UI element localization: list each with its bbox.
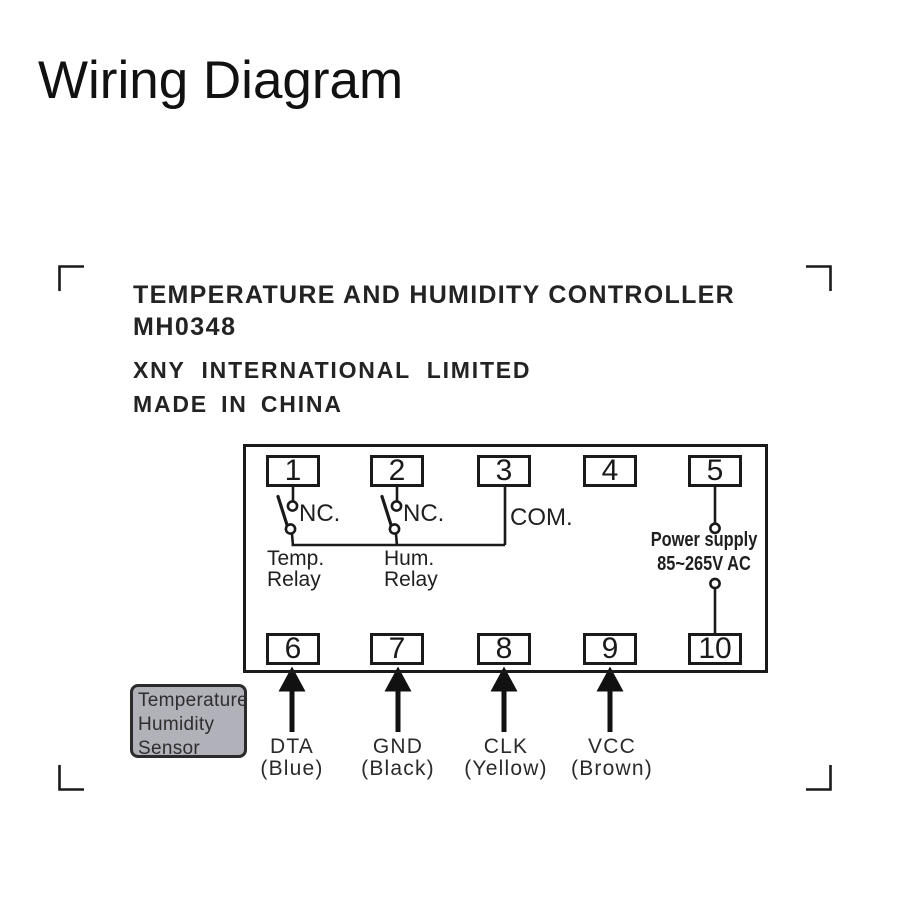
com-label: COM. (510, 504, 573, 531)
sensor-wire-arrow-icons (278, 666, 624, 732)
controller-outline (243, 444, 768, 673)
hum-relay-label: Hum. Relay (384, 548, 438, 590)
product-name: TEMPERATURE AND HUMIDITY CONTROLLER (133, 281, 735, 309)
terminal-1: 1 (266, 455, 320, 487)
clk-arrow-icon (490, 666, 518, 732)
dta-color: (Blue) (260, 757, 324, 780)
product-model: MH0348 (133, 313, 237, 341)
power-supply-line1: Power supply (650, 529, 758, 551)
clk-wire-label: CLK (Yellow) (446, 736, 566, 780)
terminal-2: 2 (370, 455, 424, 487)
power-supply-line2: 85~265V AC (657, 553, 751, 575)
temp-relay-label: Temp. Relay (267, 548, 324, 590)
gnd-color: (Black) (361, 757, 435, 780)
terminal-6: 6 (266, 633, 320, 665)
corner-mark-top-left-icon (58, 265, 84, 291)
clk-signal: CLK (483, 735, 529, 758)
clk-color: (Yellow) (464, 757, 548, 780)
vcc-wire-label: VCC (Brown) (552, 736, 672, 780)
vcc-color: (Brown) (571, 757, 653, 780)
hum-relay-line1: Hum. (384, 547, 435, 570)
power-supply-label: Power supply 85~265V AC (651, 528, 758, 576)
terminal-10: 10 (688, 633, 742, 665)
terminal-7: 7 (370, 633, 424, 665)
sensor-box: Temperature Humidity Sensor (130, 684, 248, 759)
nc-label-hum: NC. (403, 500, 445, 527)
temp-relay-line2: Relay (267, 568, 321, 591)
corner-mark-bottom-left-icon (58, 765, 84, 791)
vcc-signal: VCC (588, 735, 636, 758)
terminal-8: 8 (477, 633, 531, 665)
dta-wire-label: DTA (Blue) (232, 736, 352, 780)
sensor-box-line2: Humidity (138, 714, 215, 735)
corner-mark-bottom-right-icon (806, 765, 832, 791)
terminal-4: 4 (583, 455, 637, 487)
sensor-box-line3: Sensor (138, 738, 201, 759)
nc-label-temp: NC. (299, 500, 341, 527)
corner-mark-top-right-icon (806, 265, 832, 291)
gnd-wire-label: GND (Black) (338, 736, 458, 780)
origin-label: MADE IN CHINA (133, 391, 343, 417)
company-name: XNY INTERNATIONAL LIMITED (133, 357, 532, 383)
dta-arrow-icon (278, 666, 306, 732)
vcc-arrow-icon (596, 666, 624, 732)
terminal-9: 9 (583, 633, 637, 665)
gnd-signal: GND (372, 735, 424, 758)
temp-relay-line1: Temp. (267, 547, 325, 570)
hum-relay-line2: Relay (384, 568, 438, 591)
gnd-arrow-icon (384, 666, 412, 732)
terminal-3: 3 (477, 455, 531, 487)
dta-signal: DTA (269, 735, 315, 758)
page-title: Wiring Diagram (38, 51, 404, 110)
sensor-box-line1: Temperature (138, 690, 248, 711)
terminal-5: 5 (688, 455, 742, 487)
